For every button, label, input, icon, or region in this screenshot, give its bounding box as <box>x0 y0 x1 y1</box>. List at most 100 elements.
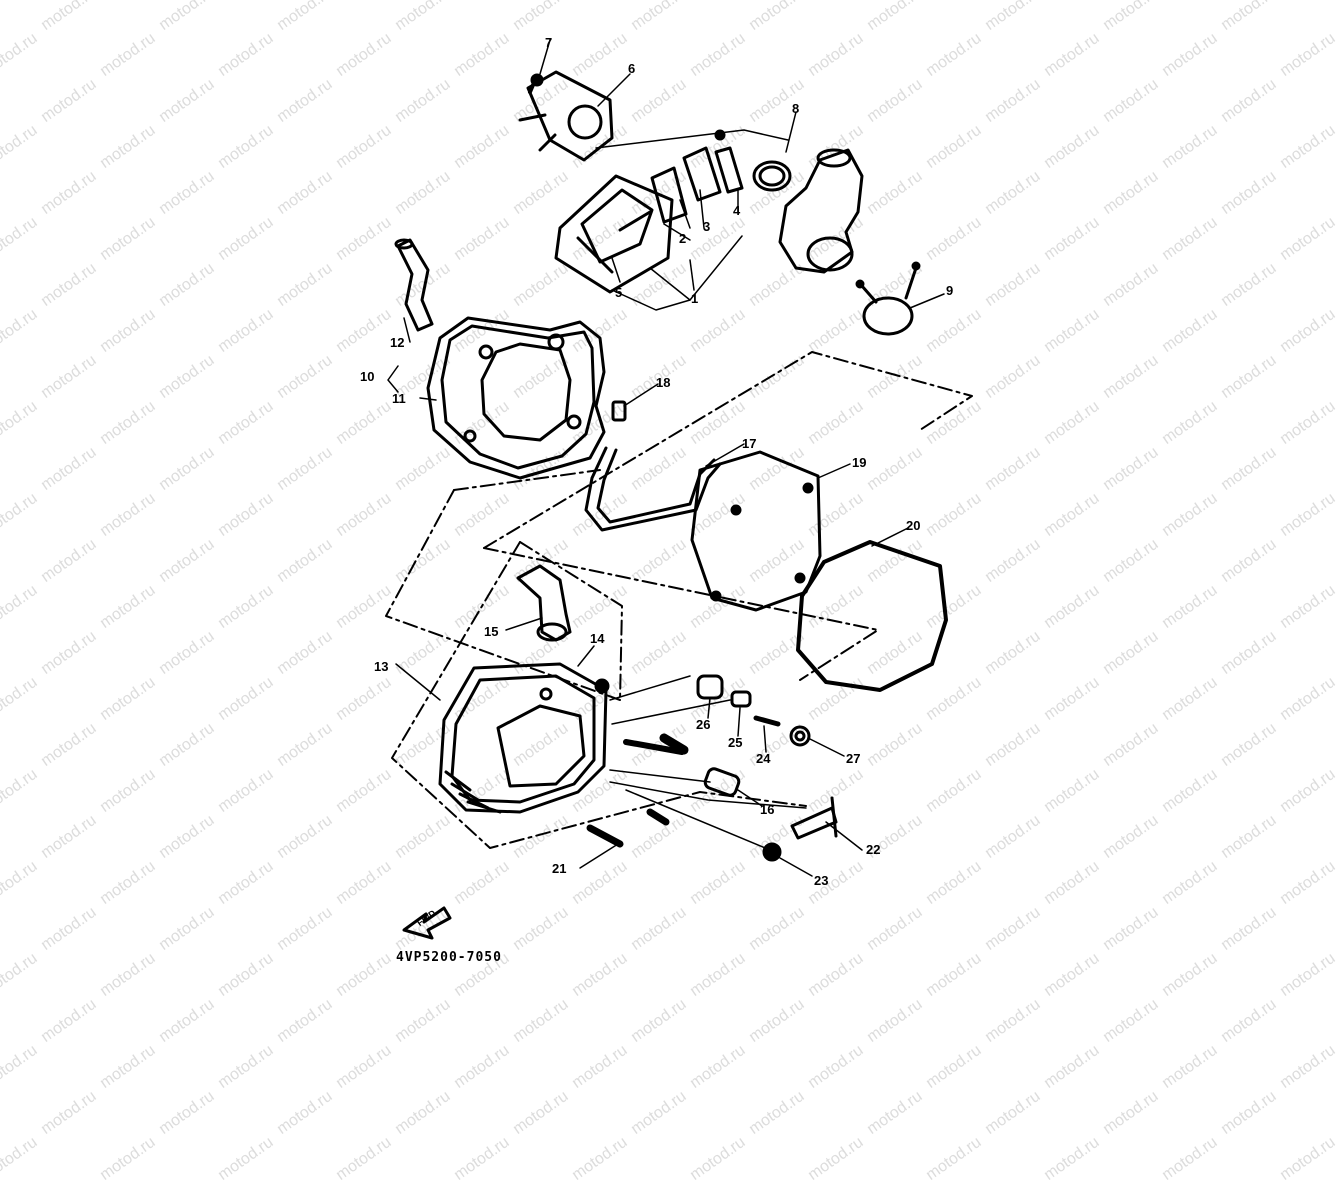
watermark-text: motod.ru <box>451 1041 513 1092</box>
callout-2: 2 <box>679 231 687 246</box>
watermark-text: motod.ru <box>923 1041 985 1092</box>
watermark-text: motod.ru <box>215 1041 277 1092</box>
watermark-text: motod.ru <box>1277 1133 1337 1184</box>
callout-12: 12 <box>390 335 405 350</box>
reed-petal-pieces <box>650 129 744 224</box>
nut-27 <box>789 725 811 747</box>
watermark-text: motod.ru <box>746 995 808 1046</box>
callout-16: 16 <box>760 802 775 817</box>
callout-3: 3 <box>703 219 711 234</box>
callout-8: 8 <box>792 101 800 116</box>
screw-24 <box>753 715 781 727</box>
watermark-text: motod.ru <box>982 1087 1044 1138</box>
watermark-text: motod.ru <box>392 995 454 1046</box>
watermark-text: motod.ru <box>274 995 336 1046</box>
callout-4: 4 <box>733 203 741 218</box>
watermark-text: motod.ru <box>1277 1041 1337 1092</box>
callout-11: 11 <box>392 391 406 406</box>
callout-10: 10 <box>360 369 375 384</box>
watermark-text: motod.ru <box>569 1133 631 1184</box>
diagram-code: 4VP5200-7050 <box>396 950 502 965</box>
watermark-text: motod.ru <box>1100 1087 1162 1138</box>
watermark-text: motod.ru <box>569 1041 631 1092</box>
callout-22: 22 <box>866 842 881 857</box>
bolt-set <box>623 733 689 755</box>
watermark-text: motod.ru <box>392 1087 454 1138</box>
watermark-text: motod.ru <box>982 995 1044 1046</box>
watermark-text: motod.ru <box>274 1087 336 1138</box>
watermark-text: motod.ru <box>1159 1133 1221 1184</box>
breather-fitting <box>394 238 434 332</box>
watermark-text: motod.ru <box>97 1133 159 1184</box>
callout-19: 19 <box>852 455 867 470</box>
callout-20: 20 <box>906 518 921 533</box>
small-spacer <box>611 400 627 422</box>
callout-25: 25 <box>728 735 743 750</box>
watermark-text: motod.ru <box>1218 1087 1280 1138</box>
watermark-text: motod.ru <box>1159 1041 1221 1092</box>
callout-1: 1 <box>691 291 699 306</box>
reed-leader-lines <box>595 129 789 311</box>
watermark-text: motod.ru <box>333 1133 395 1184</box>
callout-23: 23 <box>814 873 829 888</box>
rubber-gasket <box>796 540 948 692</box>
callout-26: 26 <box>696 717 711 732</box>
watermark-text: motod.ru <box>38 995 100 1046</box>
callout-15: 15 <box>484 624 499 639</box>
intake-manifold-joint <box>778 148 864 274</box>
intake-duct <box>516 564 572 642</box>
watermark-text: motod.ru <box>923 1133 985 1184</box>
watermark-text: motod.ru <box>1041 1041 1103 1092</box>
screw-21 <box>586 808 670 848</box>
watermark-text: motod.ru <box>333 1041 395 1092</box>
callout-5: 5 <box>615 285 623 300</box>
callout-13: 13 <box>374 659 389 674</box>
intake-clamp-ring <box>855 261 921 336</box>
watermark-text: motod.ru <box>97 1041 159 1092</box>
watermark-text: motod.ru <box>746 1087 808 1138</box>
callout-leader-lines <box>387 39 945 877</box>
watermark-text: motod.ru <box>451 1133 513 1184</box>
callout-24: 24 <box>756 751 771 766</box>
air-cleaner-lower-case <box>438 662 610 814</box>
callout-18: 18 <box>656 375 671 390</box>
nut-23 <box>762 842 782 862</box>
watermark-text: motod.ru <box>0 1041 41 1092</box>
reed-valve-housing <box>518 70 614 162</box>
watermark-text: motod.ru <box>687 1041 749 1092</box>
callout-21: 21 <box>552 861 567 876</box>
hose-clamp <box>752 160 792 192</box>
fastener-leader-lines <box>609 675 807 851</box>
reed-valve-plate <box>554 174 674 294</box>
watermark-text: motod.ru <box>38 1087 100 1138</box>
callout-9: 9 <box>946 283 954 298</box>
watermark-text: motod.ru <box>805 1133 867 1184</box>
callout-6: 6 <box>628 61 636 76</box>
watermark-text: motod.ru <box>0 1133 41 1184</box>
air-cleaner-case <box>426 316 606 480</box>
callout-14: 14 <box>590 631 605 646</box>
watermark-text: motod.ru <box>510 1087 572 1138</box>
assembly-dashed-lines <box>385 351 973 849</box>
collar-25 <box>730 690 752 708</box>
watermark-text: motod.ru <box>156 1087 218 1138</box>
watermark-text: motod.ru <box>805 1041 867 1092</box>
callout-7: 7 <box>545 35 553 50</box>
watermark-text: motod.ru <box>864 995 926 1046</box>
watermark-text: motod.ru <box>628 1087 690 1138</box>
grommet-26 <box>696 674 724 700</box>
watermark-text: motod.ru <box>215 1133 277 1184</box>
watermark-text: motod.ru <box>1100 995 1162 1046</box>
watermark-text: motod.ru <box>510 995 572 1046</box>
fwd-arrow-icon <box>402 906 452 940</box>
callout-17: 17 <box>742 436 757 451</box>
watermark-text: motod.ru <box>864 1087 926 1138</box>
damper-16 <box>703 767 741 797</box>
callout-27: 27 <box>846 751 861 766</box>
watermark-text: motod.ru <box>156 995 218 1046</box>
watermark-text: motod.ru <box>687 1133 749 1184</box>
watermark-text: motod.ru <box>1218 995 1280 1046</box>
watermark-text: motod.ru <box>628 995 690 1046</box>
exploded-parts-diagram <box>385 39 973 940</box>
watermark-text: motod.ru <box>1041 1133 1103 1184</box>
